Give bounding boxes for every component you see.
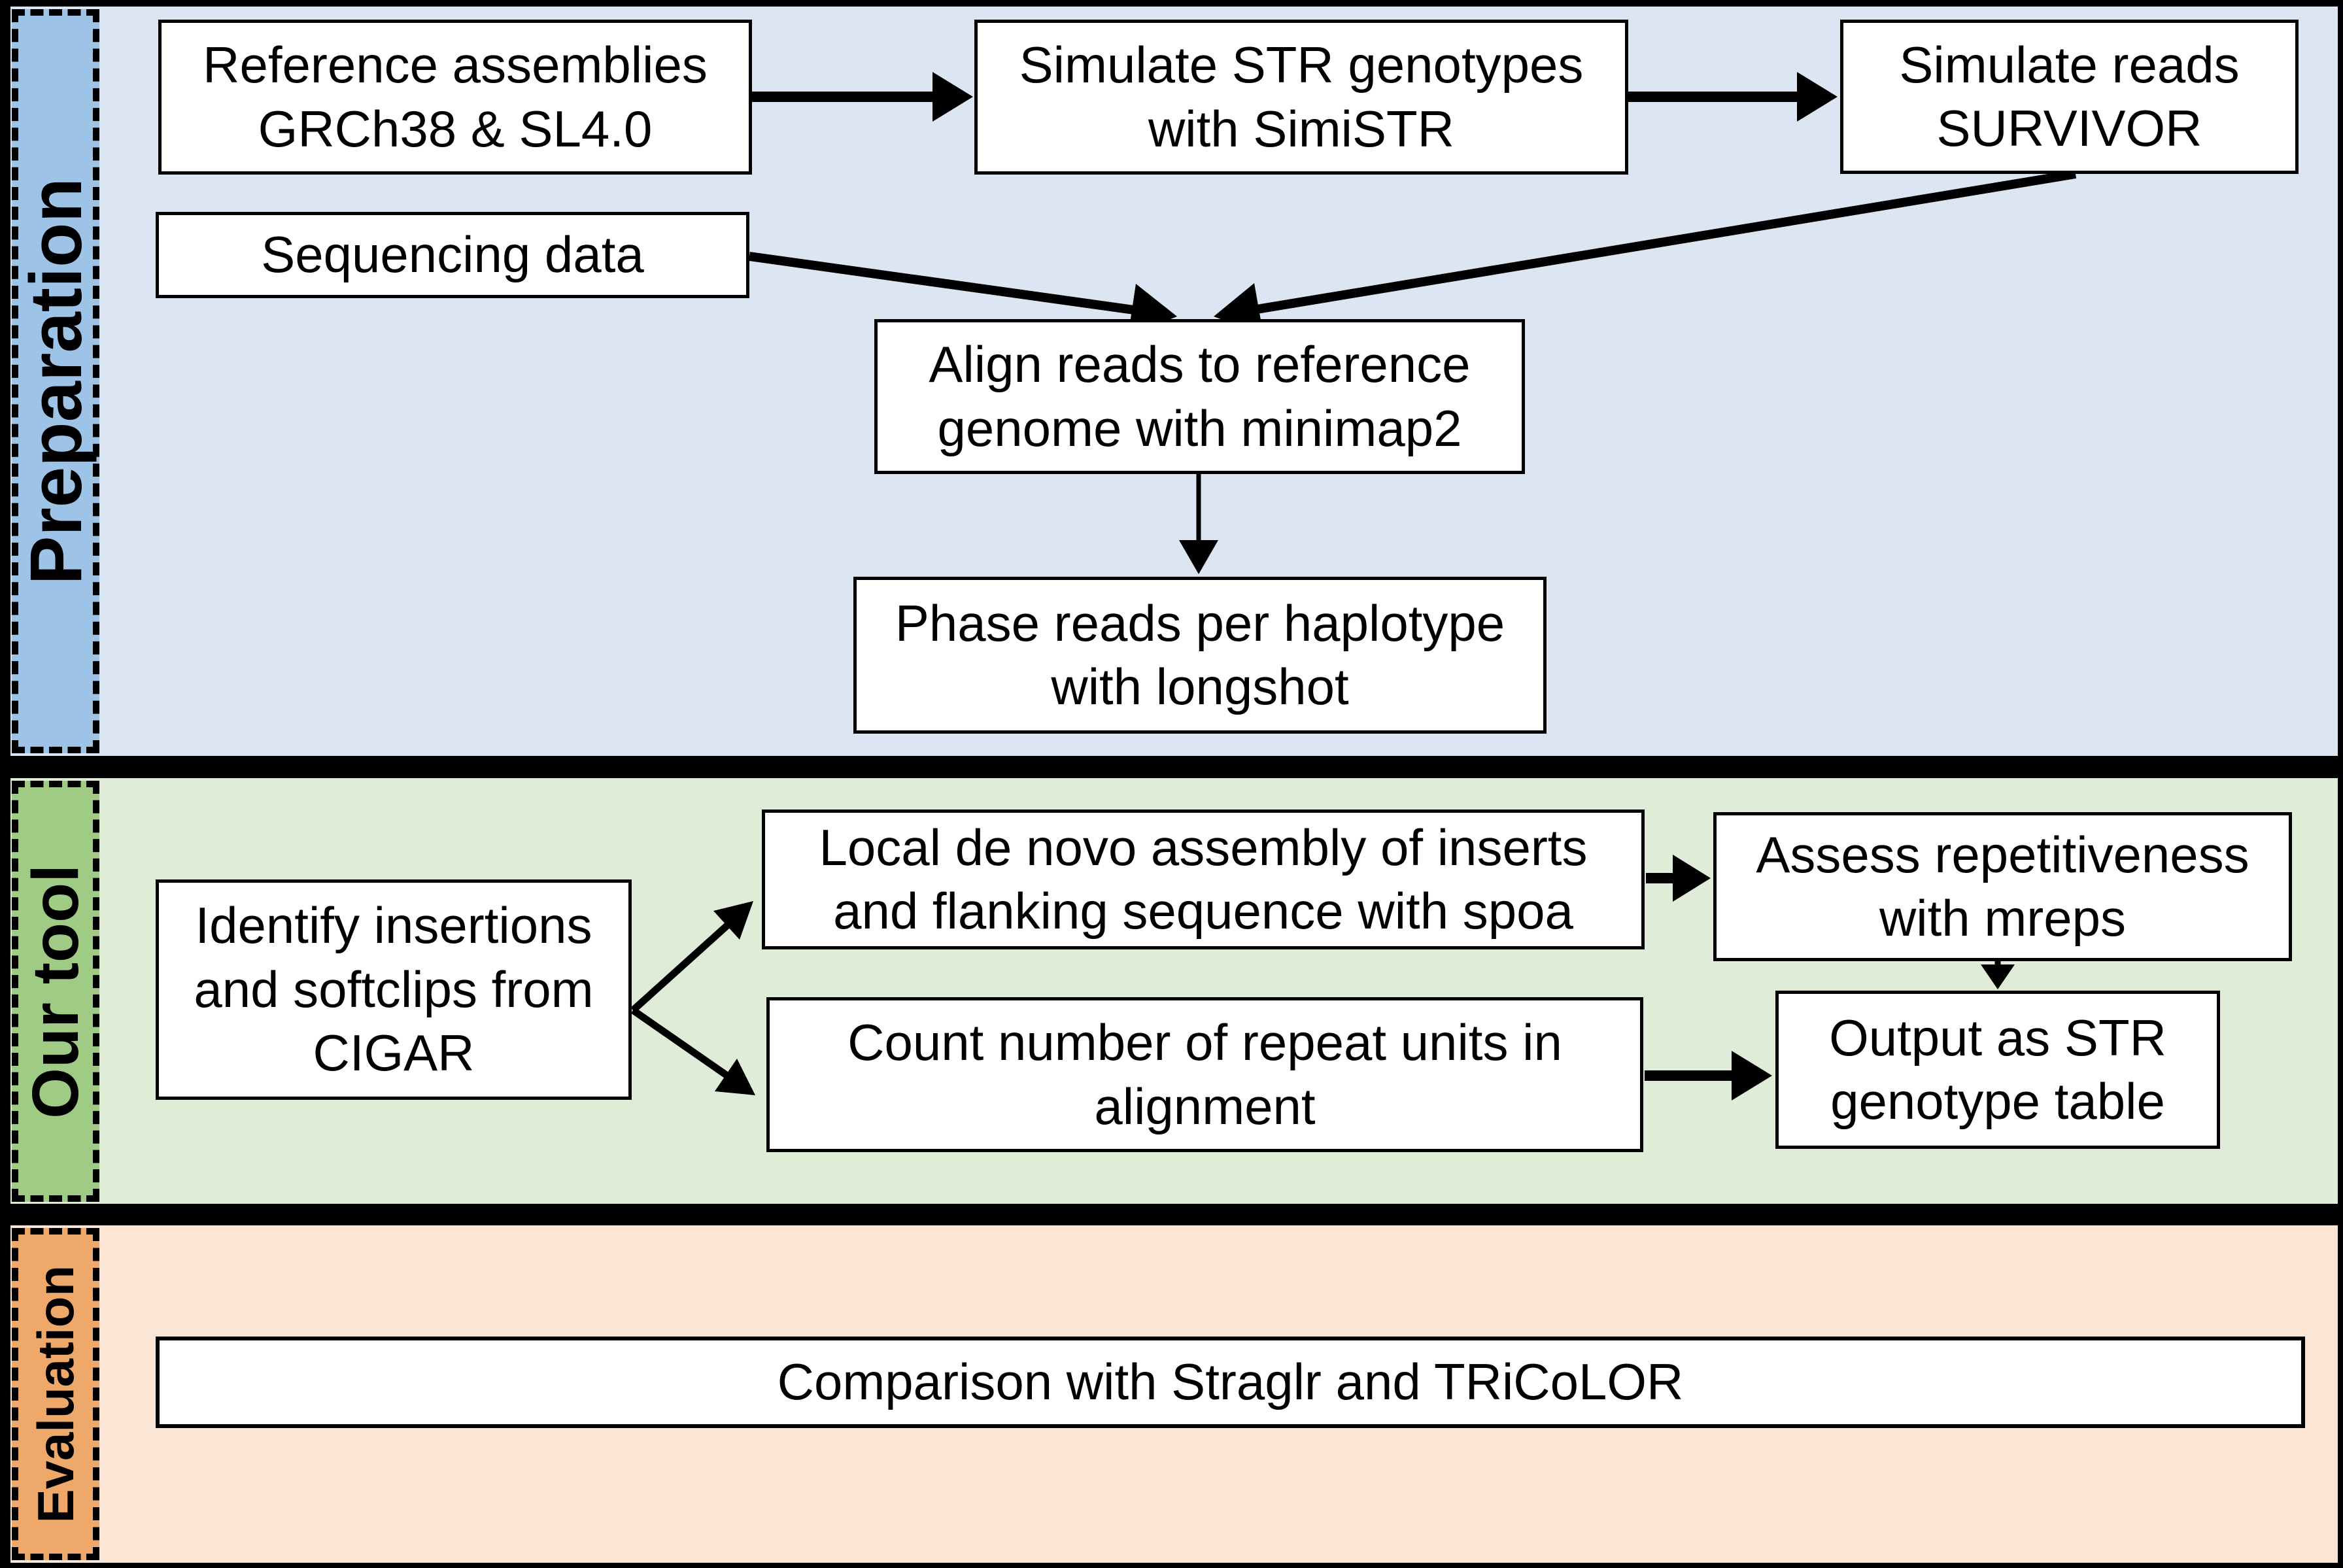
node-output-str-table: Output as STR genotype table (1775, 991, 2220, 1149)
node-local-de-novo-assembly: Local de novo assembly of inserts and fl… (762, 810, 1645, 949)
node-assess-repetitiveness: Assess repetitiveness with mreps (1713, 812, 2292, 961)
sidebar-evaluation: Evaluation (12, 1228, 99, 1560)
sidebar-label-preparation: Preparation (14, 177, 97, 585)
node-simulate-reads: Simulate reads SURVIVOR (1840, 20, 2299, 174)
node-identify-insertions: Identify insertions and softclips from C… (156, 879, 632, 1100)
sidebar-label-our-tool: Our tool (18, 864, 92, 1119)
sidebar-our-tool: Our tool (12, 781, 99, 1202)
sidebar-label-evaluation: Evaluation (26, 1265, 84, 1524)
sidebar-preparation: Preparation (12, 9, 99, 753)
node-simulate-str-genotypes: Simulate STR genotypes with SimiSTR (974, 20, 1628, 175)
node-reference-assemblies: Reference assemblies GRCh38 & SL4.0 (158, 20, 752, 175)
node-phase-reads: Phase reads per haplotype with longshot (853, 577, 1547, 734)
node-sequencing-data: Sequencing data (156, 212, 749, 298)
node-align-reads: Align reads to reference genome with min… (874, 319, 1525, 474)
node-count-repeat-units: Count number of repeat units in alignmen… (766, 997, 1643, 1152)
node-comparison: Comparison with Straglr and TRiCoLOR (156, 1337, 2305, 1428)
